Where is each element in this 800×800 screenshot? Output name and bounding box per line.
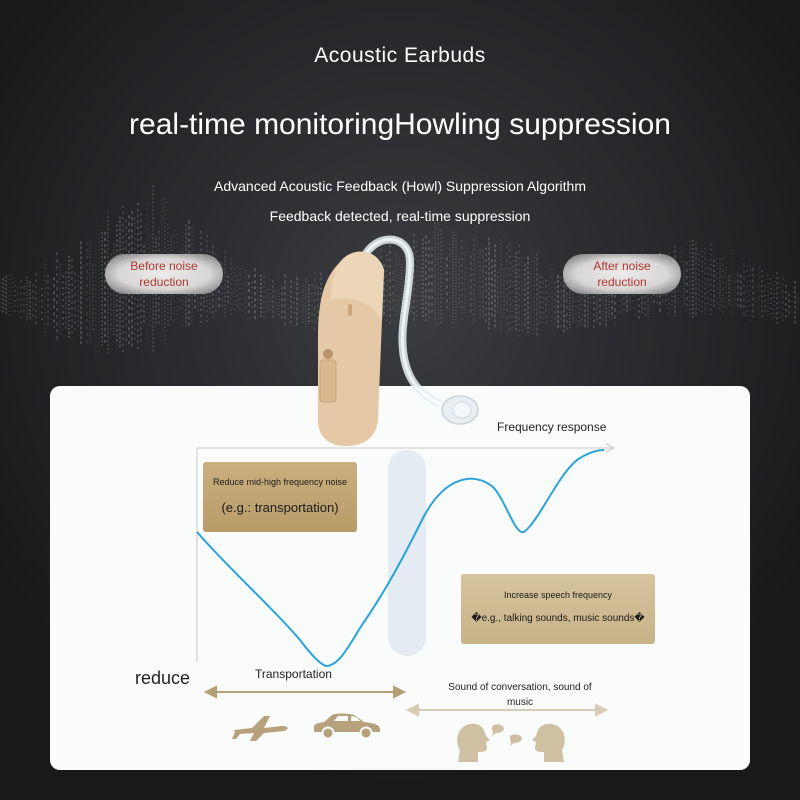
conversation-range-arrow — [405, 703, 609, 717]
before-badge-line1: Before noise — [130, 259, 198, 273]
highlight-band — [388, 450, 426, 656]
reduce-noise-title: Reduce mid-high frequency noise — [212, 477, 348, 487]
reduce-label: reduce — [135, 668, 191, 688]
reduce-noise-box: Reduce mid-high frequency noise (e.g.: t… — [203, 462, 357, 532]
conversation-music-label: Sound of conversation, sound of music — [448, 682, 592, 708]
frequency-response-label: Frequency response — [497, 420, 607, 434]
reduce-noise-example: (e.g.: transportation) — [221, 500, 339, 515]
after-badge-line2: reduction — [597, 275, 647, 289]
before-noise-reduction-badge: Before noise reduction — [105, 254, 223, 294]
subtitle-algorithm: Advanced Acoustic Feedback (Howl) Suppre… — [214, 178, 586, 194]
after-noise-reduction-badge: After noise reduction — [563, 254, 681, 294]
transportation-label: Transportation — [255, 667, 332, 681]
brand-title: Acoustic Earbuds — [314, 44, 486, 67]
before-badge-line2: reduction — [139, 275, 189, 289]
increase-speech-example: �e.g., talking sounds, music sounds� — [471, 613, 645, 624]
increase-speech-box: Increase speech frequency �e.g., talking… — [461, 574, 655, 644]
subtitle-feedback: Feedback detected, real-time suppression — [269, 208, 531, 224]
airplane-icon — [232, 716, 288, 741]
transportation-range-arrow — [203, 685, 407, 699]
after-badge-line1: After noise — [593, 259, 651, 273]
x-axis-arrow — [605, 443, 616, 453]
increase-speech-title: Increase speech frequency — [503, 590, 613, 600]
car-icon — [314, 713, 380, 740]
speaking-heads-icon — [457, 723, 565, 762]
frequency-curve — [196, 449, 605, 668]
headline: real-time monitoringHowling suppression — [129, 108, 671, 141]
